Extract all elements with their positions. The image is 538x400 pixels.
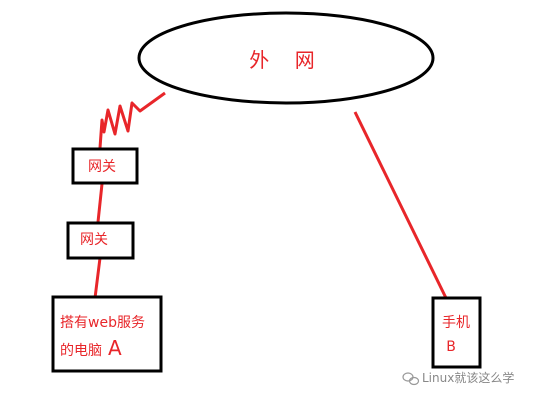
computer-a-line2: 的电脑 A <box>60 336 122 360</box>
computer-a-line2-text: 的电脑 <box>60 343 102 359</box>
phone-b-line1: 手机 <box>442 315 470 331</box>
watermark-text: Linux就该这么学 <box>422 370 514 385</box>
gateway-link <box>96 183 104 223</box>
phone-link <box>353 111 448 299</box>
zigzag-link <box>98 91 166 149</box>
phone-b-line2: B <box>446 339 456 355</box>
gateway-upper-box <box>71 147 139 185</box>
computer-a-letter: A <box>108 336 122 360</box>
wechat-icon <box>402 372 420 386</box>
internet-label: 外 网 <box>249 48 314 72</box>
computer-link <box>93 257 102 299</box>
gateway-lower-label: 网关 <box>80 232 108 248</box>
internet-ellipse <box>137 11 435 105</box>
computer-a-box <box>51 295 163 373</box>
phone-b-box <box>431 296 482 369</box>
gateway-upper-label: 网关 <box>88 159 116 175</box>
computer-a-line1: 搭有web服务 <box>60 315 145 331</box>
gateway-lower-box <box>66 221 135 260</box>
